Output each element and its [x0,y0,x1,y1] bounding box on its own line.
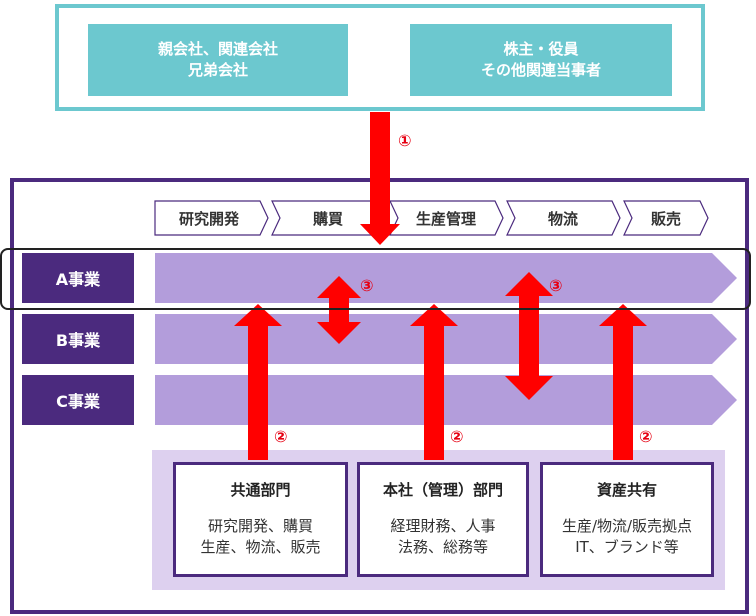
chevron-rd [154,200,269,236]
chevron-sales [623,200,709,236]
marker-3-left: ③ [360,276,374,295]
chevron-production [389,200,504,236]
parent-affiliates-line2: 兄弟会社 [187,61,248,79]
arrow-2-up-left [234,304,282,460]
dept-title: 本社（管理）部門 [382,481,503,499]
arrow-2-up-right [599,304,647,460]
parent-affiliates-line1: 親会社、関連会社 [157,40,278,58]
shareholders-officers-box: 株主・役員 その他関連当事者 [410,24,672,96]
marker-2-mid: ② [450,427,464,446]
row-label-b: B事業 [22,314,134,364]
dept-title: 資産共有 [596,481,657,499]
row-label-c: C事業 [22,375,134,425]
parent-affiliates-box: 親会社、関連会社 兄弟会社 [88,24,348,96]
dept-line2: IT、ブランド等 [575,538,679,556]
dept-line2: 生産、物流、販売 [200,538,321,556]
dept-line2: 法務、総務等 [397,538,488,556]
chevron-logistics [506,200,621,236]
dept-line1: 研究開発、購買 [207,517,313,535]
step-sales: 販売 [650,209,681,228]
marker-2-right: ② [639,427,653,446]
headquarters-box: 本社（管理）部門 経理財務、人事 法務、総務等 [357,462,529,577]
shareholders-line1: 株主・役員 [503,40,579,58]
row-arrow-a [155,253,737,303]
dept-title: 共通部門 [230,481,291,499]
shared-assets-box: 資産共有 生産/物流/販売拠点 IT、ブランド等 [540,462,714,577]
row-arrow-b [155,314,737,364]
common-departments-box: 共通部門 研究開発、購買 生産、物流、販売 [173,462,348,577]
marker-1: ① [398,131,412,150]
step-rd: 研究開発 [178,209,239,228]
shareholders-line2: その他関連当事者 [480,61,601,79]
marker-2-left: ② [274,427,288,446]
arrow-1-down [360,112,400,245]
row-label-a: A事業 [22,253,134,303]
dept-line1: 経理財務、人事 [390,517,496,535]
arrow-3-double-right [505,272,553,400]
a-business-highlight [0,248,751,310]
step-production: 生産管理 [415,209,476,228]
step-purchase: 購買 [312,209,343,228]
row-arrow-c [155,375,737,425]
arrow-2-up-mid [410,304,458,460]
marker-3-right: ③ [549,276,563,295]
dept-line1: 生産/物流/販売拠点 [561,517,693,535]
arrow-3-double-left [317,276,361,344]
step-logistics: 物流 [547,209,578,228]
